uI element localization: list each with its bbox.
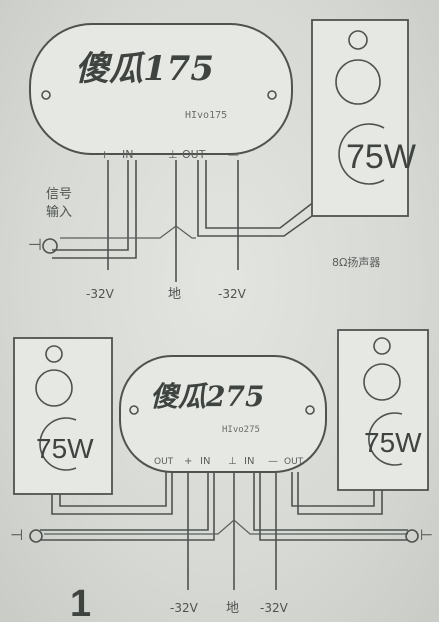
- input1-jack-icon: [42, 238, 58, 254]
- speaker2-power-circle-icon: [39, 417, 77, 471]
- chip1-model: HIvo175: [185, 110, 227, 121]
- chip2-pin-minus: —: [268, 456, 278, 467]
- chip2-mount-hole-left: [129, 405, 139, 415]
- chip2-pin-plus: +: [184, 456, 192, 467]
- chip2-pin-in-right: IN: [244, 456, 254, 467]
- ground-bus-2: [44, 519, 408, 535]
- speaker3-power-circle-icon: [368, 412, 403, 466]
- input2-left-jack-icon: [29, 529, 43, 543]
- speaker1-tweeter-icon: [348, 30, 368, 50]
- chip2-pin-out-left: OUT: [154, 457, 174, 467]
- chip1-mount-hole-right: [267, 90, 277, 100]
- chip1-body: [29, 23, 293, 155]
- speaker3-power: 75W: [364, 427, 422, 458]
- lead2-in-right-b: [259, 472, 408, 541]
- supply2-neg-left: -32V: [170, 601, 199, 615]
- input1-label-line1: 信号: [46, 187, 72, 202]
- supply2-neg-right: -32V: [260, 601, 289, 615]
- supply2-ground: 地: [226, 601, 239, 616]
- chip2-title: 傻瓜275: [150, 380, 264, 413]
- speaker1-power: 75W: [346, 138, 416, 176]
- chip2-pin-in-left: IN: [200, 456, 210, 467]
- speaker1-woofer-icon: [335, 59, 381, 105]
- chip2-leads: [40, 472, 408, 590]
- supply1-ground: 地: [168, 287, 181, 302]
- speaker2-woofer-icon: [35, 369, 73, 407]
- lead2-out-left-b: [51, 472, 173, 515]
- speaker3-tweeter-icon: [373, 337, 391, 355]
- speaker3-woofer-icon: [363, 363, 401, 401]
- chip2-pin-out-right: OUT: [284, 457, 304, 467]
- chip1-pin-out: OUT: [182, 148, 206, 161]
- lead2-out-right-a: [291, 472, 375, 507]
- chip1-mount-hole-left: [41, 90, 51, 100]
- chip2-model: HIvo275: [222, 425, 260, 435]
- supply1-neg-left: -32V: [86, 287, 115, 301]
- lead2-out-right-b: [297, 472, 383, 515]
- ground-bus-1a: [60, 225, 196, 239]
- chip2-pin-ground: ⊥: [228, 456, 237, 467]
- input2-left-jack-symbol: ⊣: [10, 526, 23, 544]
- input2-right-jack-symbol: ⊢: [420, 526, 433, 544]
- supply1-neg-right: -32V: [218, 287, 247, 301]
- lead2-in-left-b: [40, 472, 215, 541]
- chip1-title: 傻瓜175: [75, 49, 214, 89]
- chip1-pin-minus: —: [228, 148, 239, 161]
- lead-in-b: [52, 160, 137, 259]
- speaker2-tweeter-icon: [45, 345, 63, 363]
- input1-label-line2: 输入: [46, 204, 72, 220]
- lead2-out-left-a: [59, 472, 167, 507]
- chip1-pin-ground: ⊥: [168, 148, 178, 161]
- lead-in-a: [52, 160, 129, 251]
- chip1-leads: [52, 160, 341, 282]
- speaker1-power-circle-icon: [338, 123, 385, 185]
- input2-right-jack-icon: [405, 529, 419, 543]
- chip2-body: [119, 355, 327, 473]
- lead2-in-right: [253, 472, 408, 531]
- figure-number: 1: [70, 583, 91, 622]
- speaker1-caption: 8Ω扬声器: [332, 255, 380, 269]
- chip1-pin-in: IN: [122, 148, 133, 161]
- input1-jack-symbol: ⊣: [28, 235, 42, 254]
- chip2-mount-hole-right: [305, 405, 315, 415]
- lead-out-b: [205, 160, 333, 229]
- speaker3-cabinet: [337, 329, 429, 491]
- speaker2-cabinet: [13, 337, 113, 495]
- chip1-pin-plus: +: [100, 148, 109, 161]
- speaker2-power: 75W: [36, 433, 94, 464]
- lead2-in-left: [40, 472, 209, 531]
